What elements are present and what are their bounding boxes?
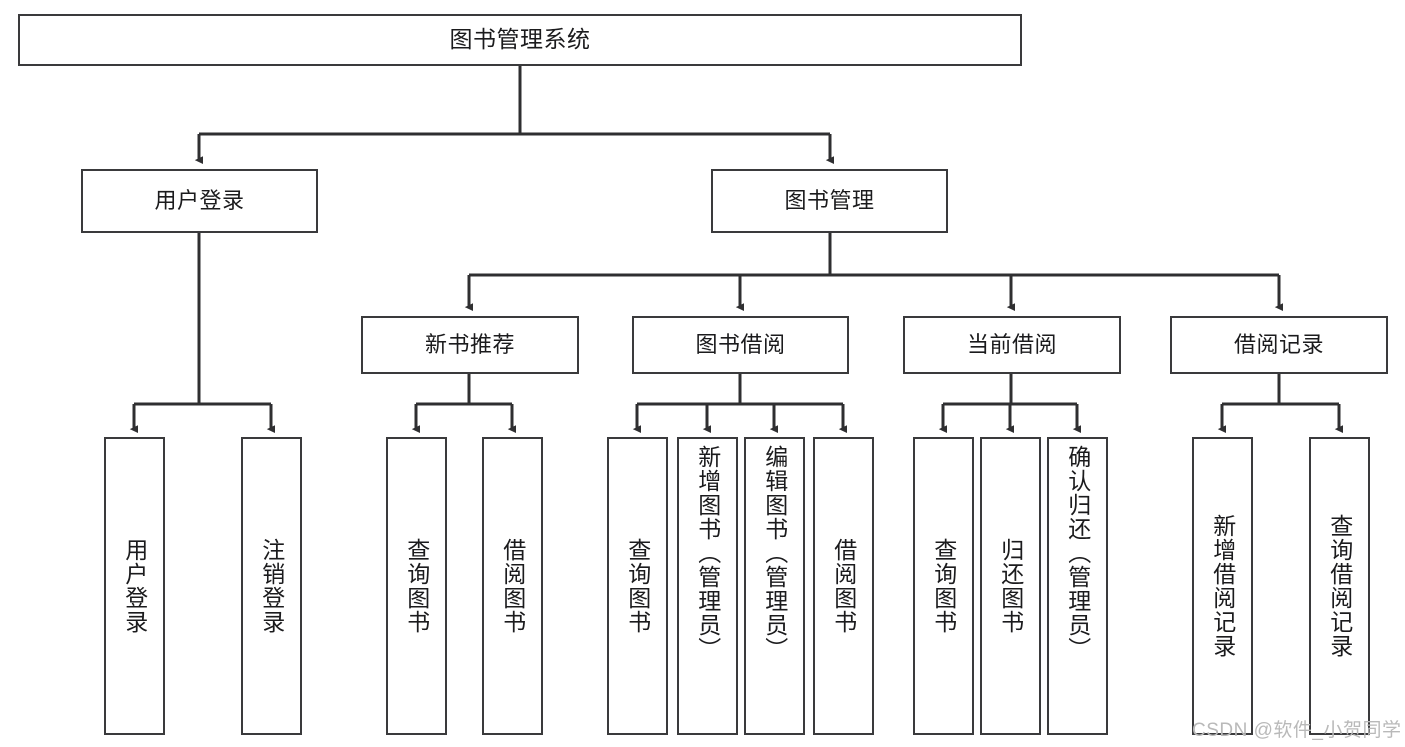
node-label: 用户登录 (121, 538, 148, 634)
node-leaf-query-book-2[interactable]: 查询图书 (607, 437, 668, 735)
node-leaf-query-record[interactable]: 查询借阅记录 (1309, 437, 1370, 735)
node-label: 图书借阅 (695, 331, 786, 357)
node-label: 归还图书 (997, 538, 1024, 634)
node-root-system[interactable]: 图书管理系统 (18, 14, 1022, 66)
watermark-text: CSDN @软件_小贺同学 (1192, 720, 1402, 741)
node-label: 图书管理系统 (449, 26, 591, 53)
node-label: 当前借阅 (966, 331, 1057, 357)
node-label: 编辑图书（管理员） (761, 445, 788, 661)
node-leaf-user-logout[interactable]: 注销登录 (241, 437, 302, 735)
node-leaf-return-book[interactable]: 归还图书 (980, 437, 1041, 735)
node-new-book-recommend[interactable]: 新书推荐 (361, 316, 579, 374)
node-book-borrow[interactable]: 图书借阅 (632, 316, 849, 374)
node-label: 查询图书 (624, 538, 651, 634)
node-leaf-user-login[interactable]: 用户登录 (104, 437, 165, 735)
node-user-login[interactable]: 用户登录 (81, 169, 318, 233)
node-leaf-edit-book[interactable]: 编辑图书（管理员） (744, 437, 805, 735)
node-current-borrow[interactable]: 当前借阅 (903, 316, 1121, 374)
node-borrow-record[interactable]: 借阅记录 (1170, 316, 1388, 374)
node-label: 借阅图书 (830, 538, 857, 634)
node-label: 查询借阅记录 (1326, 514, 1353, 658)
node-label: 图书管理 (784, 187, 875, 213)
node-label: 注销登录 (258, 538, 285, 634)
node-leaf-add-book[interactable]: 新增图书（管理员） (677, 437, 738, 735)
node-book-manage[interactable]: 图书管理 (711, 169, 948, 233)
node-label: 新增借阅记录 (1209, 514, 1236, 658)
node-label: 借阅记录 (1233, 331, 1324, 357)
node-label: 查询图书 (403, 538, 430, 634)
node-leaf-add-record[interactable]: 新增借阅记录 (1192, 437, 1253, 735)
node-label: 新增图书（管理员） (694, 445, 721, 661)
node-label: 新书推荐 (424, 331, 515, 357)
node-label: 查询图书 (930, 538, 957, 634)
node-leaf-confirm-return[interactable]: 确认归还（管理员） (1047, 437, 1108, 735)
node-leaf-query-book-1[interactable]: 查询图书 (386, 437, 447, 735)
node-label: 用户登录 (154, 187, 245, 213)
node-label: 确认归还（管理员） (1064, 445, 1091, 661)
node-leaf-query-book-3[interactable]: 查询图书 (913, 437, 974, 735)
node-leaf-borrow-book-2[interactable]: 借阅图书 (813, 437, 874, 735)
node-leaf-borrow-book-1[interactable]: 借阅图书 (482, 437, 543, 735)
node-label: 借阅图书 (499, 538, 526, 634)
